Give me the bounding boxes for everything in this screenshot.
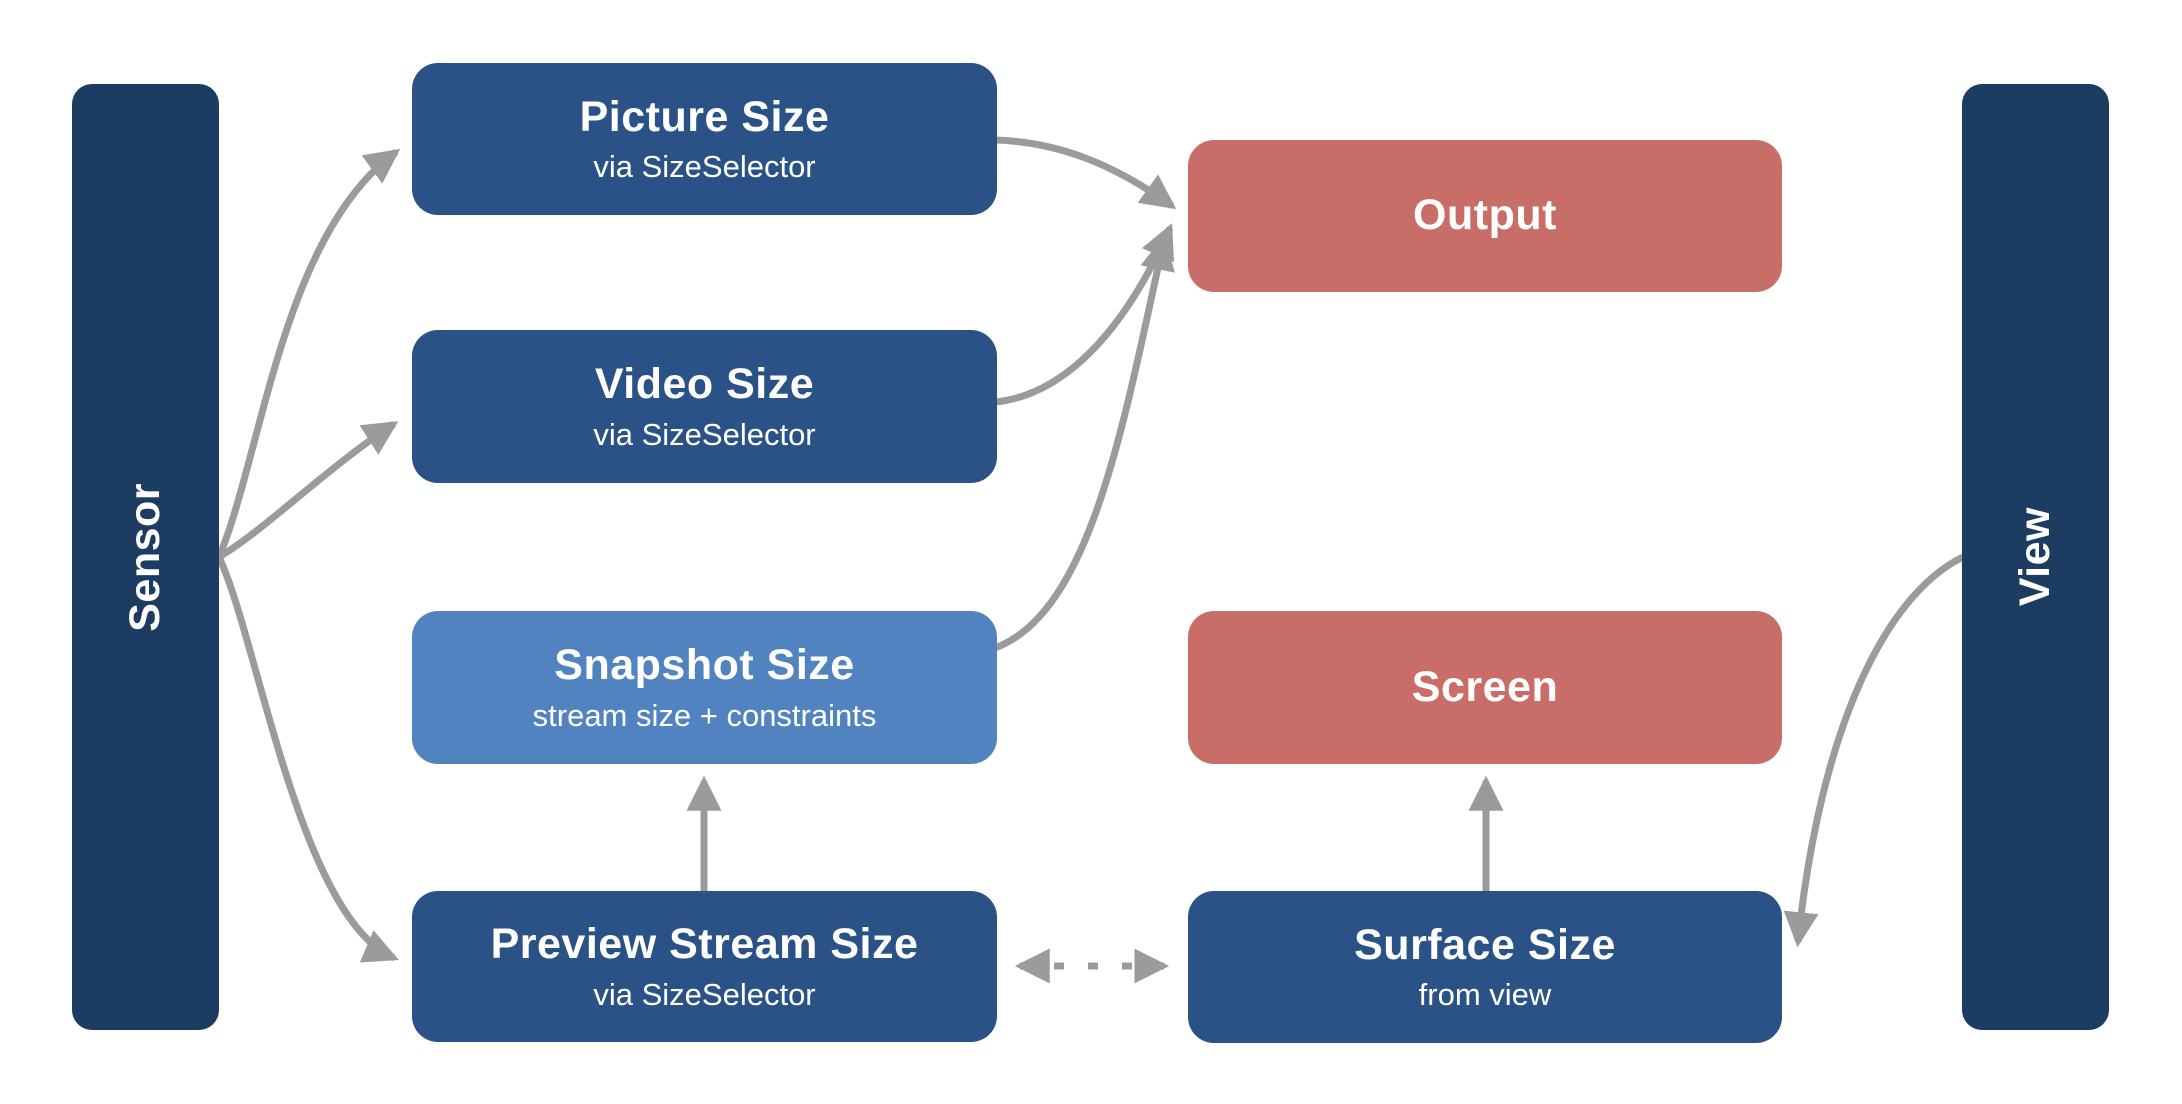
picture-size-node: Picture Size via SizeSelector bbox=[412, 63, 997, 215]
arrow-view-to-surface bbox=[1783, 553, 1965, 948]
sensor-rail-label: Sensor bbox=[121, 482, 169, 632]
arrow-snapshot-to-output bbox=[993, 234, 1175, 652]
surface-size-title: Surface Size bbox=[1354, 920, 1616, 969]
screen-title: Screen bbox=[1411, 662, 1559, 711]
snapshot-size-node: Snapshot Size stream size + constraints bbox=[412, 611, 997, 764]
video-size-title: Video Size bbox=[594, 360, 815, 409]
video-size-node: Video Size via SizeSelector bbox=[412, 330, 997, 483]
arrow-video-to-output bbox=[994, 223, 1174, 406]
preview-stream-size-node: Preview Stream Size via SizeSelector bbox=[412, 891, 997, 1042]
arrow-sensor-to-video bbox=[217, 421, 399, 561]
arrow-sensor-to-preview bbox=[215, 555, 399, 963]
surface-size-node: Surface Size from view bbox=[1188, 891, 1782, 1043]
view-rail: View bbox=[1962, 84, 2109, 1030]
preview-stream-size-title: Preview Stream Size bbox=[490, 920, 919, 969]
snapshot-size-subtitle: stream size + constraints bbox=[532, 697, 877, 733]
screen-node: Screen bbox=[1188, 611, 1782, 764]
output-title: Output bbox=[1413, 191, 1557, 240]
arrow-picture-to-output bbox=[994, 136, 1177, 210]
picture-size-subtitle: via SizeSelector bbox=[593, 149, 816, 185]
snapshot-size-title: Snapshot Size bbox=[554, 641, 855, 690]
sensor-rail: Sensor bbox=[72, 84, 219, 1030]
arrow-sensor-to-picture bbox=[215, 148, 401, 559]
view-rail-label: View bbox=[2011, 507, 2059, 607]
preview-stream-size-subtitle: via SizeSelector bbox=[593, 976, 816, 1012]
surface-size-subtitle: from view bbox=[1418, 977, 1552, 1013]
picture-size-title: Picture Size bbox=[579, 92, 830, 141]
video-size-subtitle: via SizeSelector bbox=[593, 416, 816, 452]
output-node: Output bbox=[1188, 140, 1782, 292]
